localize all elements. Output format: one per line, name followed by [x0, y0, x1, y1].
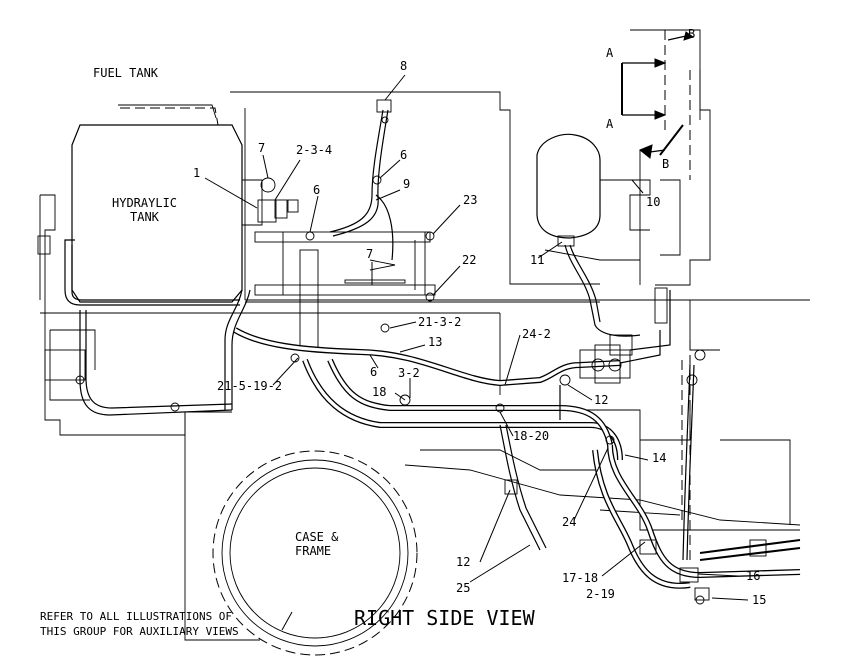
fittings — [37, 99, 767, 605]
label-case-frame-line2: FRAME — [295, 544, 331, 558]
callout-23: 23 — [463, 193, 477, 207]
callout-6-b: 6 — [313, 183, 320, 197]
callout-9: 9 — [403, 177, 410, 191]
section-labels: A A B B — [606, 27, 695, 171]
machine-outline — [39, 29, 810, 641]
label-fuel-tank: FUEL TANK — [93, 66, 159, 80]
leader-lines — [204, 74, 749, 631]
callout-16: 16 — [746, 569, 760, 583]
callout-7-mid: 7 — [366, 247, 373, 261]
callout-6-c: 6 — [370, 365, 377, 379]
callout-2-19: 2-19 — [586, 587, 615, 601]
callout-3-2: 3-2 — [398, 366, 420, 380]
callout-24-2: 24-2 — [522, 327, 551, 341]
callout-1: 1 — [193, 166, 200, 180]
section-b-top: B — [688, 27, 695, 41]
callout-12-b: 12 — [456, 555, 470, 569]
hydraulic-tank — [71, 124, 288, 303]
note-line-2: THIS GROUP FOR AUXILIARY VIEWS — [40, 625, 239, 638]
callout-21-5-19-2: 21-5-19-2 — [217, 379, 282, 393]
callout-10: 10 — [646, 195, 660, 209]
label-case-frame-line1: CASE & — [295, 530, 339, 544]
callout-17-18: 17-18 — [562, 571, 598, 585]
callout-7-top: 7 — [258, 141, 265, 155]
callout-numbers: 1 2-3-4 7 8 6 6 9 23 7 22 21-3-2 24-2 13… — [193, 59, 766, 607]
section-a-bottom: A — [606, 117, 614, 131]
component-labels: FUEL TANK HYDRAYLIC TANK CASE & FRAME — [93, 66, 339, 558]
label-hydraulic-tank-line1: HYDRAYLIC — [112, 196, 177, 210]
view-title: RIGHT SIDE VIEW — [354, 606, 536, 630]
hose-lines — [64, 109, 801, 589]
callout-21-3-2: 21-3-2 — [418, 315, 461, 329]
section-b-bottom: B — [662, 157, 669, 171]
callout-11: 11 — [530, 253, 544, 267]
callout-8: 8 — [400, 59, 407, 73]
callout-15: 15 — [752, 593, 766, 607]
callout-22: 22 — [462, 253, 476, 267]
section-a-top: A — [606, 46, 614, 60]
mounting-brackets — [254, 231, 436, 351]
wheel-housing — [212, 450, 418, 656]
callout-24: 24 — [562, 515, 576, 529]
section-markers — [621, 31, 695, 159]
callout-12-a: 12 — [594, 393, 608, 407]
footer-text: REFER TO ALL ILLUSTRATIONS OF THIS GROUP… — [40, 606, 536, 638]
callout-18-20: 18-20 — [513, 429, 549, 443]
callout-2-3-4: 2-3-4 — [296, 143, 332, 157]
callout-6-a: 6 — [400, 148, 407, 162]
callout-14: 14 — [652, 451, 666, 465]
callout-18: 18 — [372, 385, 386, 399]
callout-25: 25 — [456, 581, 470, 595]
note-line-1: REFER TO ALL ILLUSTRATIONS OF — [40, 610, 232, 623]
label-hydraulic-tank-line2: TANK — [130, 210, 160, 224]
callout-13: 13 — [428, 335, 442, 349]
